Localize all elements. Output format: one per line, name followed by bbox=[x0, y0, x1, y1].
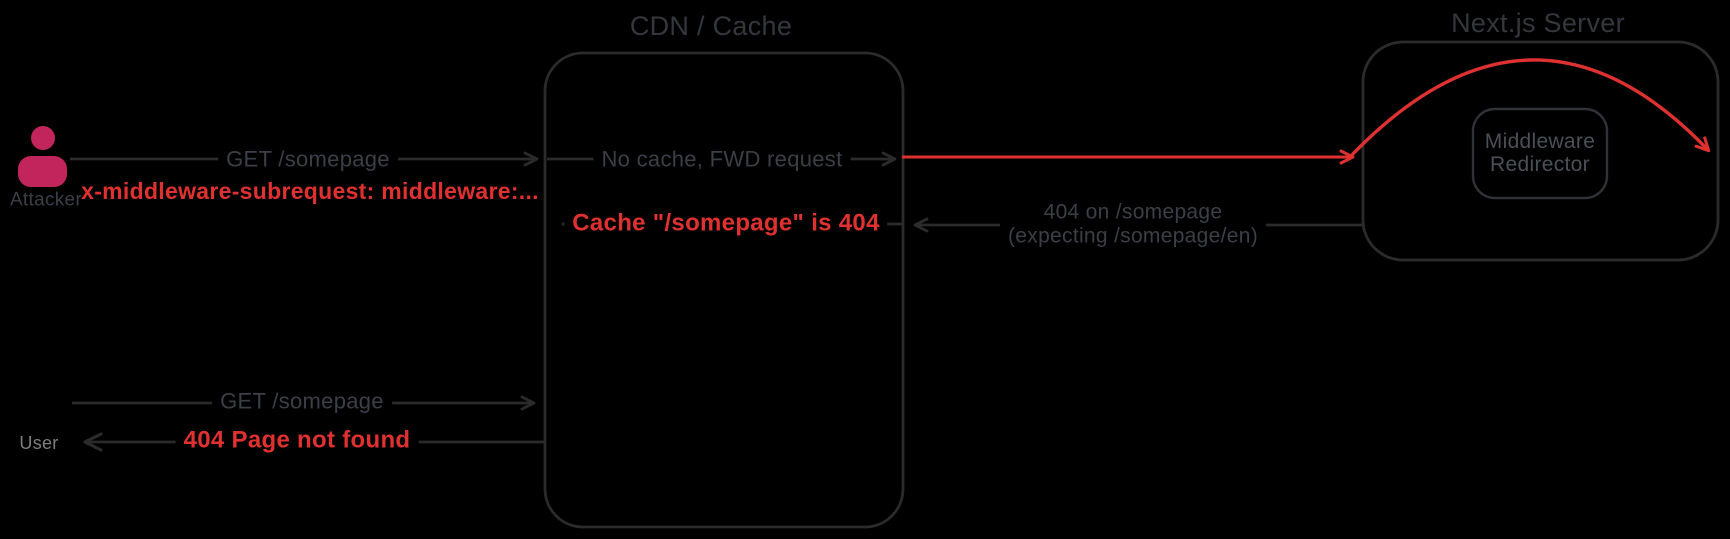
msg-user-404-response: 404 Page not found bbox=[175, 426, 419, 456]
msg-server-404-line1: 404 on /somepage bbox=[1043, 200, 1223, 224]
msg-attacker-get: GET /somepage bbox=[218, 146, 398, 174]
attacker-icon bbox=[18, 126, 67, 187]
cdn-cache-box bbox=[543, 51, 905, 529]
user-label: User bbox=[19, 432, 59, 453]
msg-attacker-malicious-header: x-middleware-subrequest: middleware:... bbox=[81, 178, 539, 205]
msg-cdn-cache-store: Cache "/somepage" is 404 bbox=[564, 209, 888, 239]
cdn-box-title: CDN / Cache bbox=[629, 10, 793, 41]
attacker-icon-body bbox=[18, 156, 67, 187]
msg-cdn-forward: No cache, FWD request bbox=[593, 146, 851, 174]
attacker-icon-head bbox=[31, 126, 55, 150]
arrow-red-bypass-middleware bbox=[1347, 58, 1711, 160]
msg-user-get: GET /somepage bbox=[212, 388, 392, 416]
attacker-label: Attacker bbox=[9, 189, 83, 211]
msg-server-404-line2: (expecting /somepage/en) bbox=[1007, 224, 1259, 247]
nextjs-server-box bbox=[1361, 40, 1720, 262]
middleware-label-line2: Redirector bbox=[1490, 153, 1590, 176]
nextjs-box-title: Next.js Server bbox=[1451, 7, 1625, 38]
msg-server-404: 404 on /somepage (expecting /somepage/en… bbox=[999, 199, 1267, 249]
middleware-redirector-box bbox=[1471, 107, 1609, 200]
middleware-redirector-label: Middleware Redirector bbox=[1485, 130, 1595, 176]
middleware-label-line1: Middleware bbox=[1484, 129, 1596, 153]
